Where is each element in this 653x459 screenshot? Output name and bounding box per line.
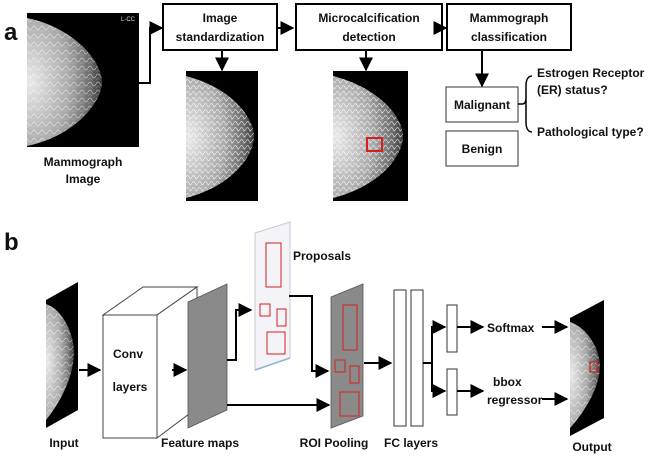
input-caption-line2: Image <box>66 172 101 186</box>
roi-box-1 <box>342 304 358 351</box>
roi-box-2 <box>334 359 346 373</box>
arrow-feature-to-proposals <box>227 303 253 361</box>
bbox-fc <box>446 368 458 416</box>
subtype-brace <box>518 75 533 133</box>
view-tag: L-CC <box>121 17 136 23</box>
output-slab-image <box>570 300 604 436</box>
classification-line2: classification <box>471 30 547 44</box>
pathological-type: Pathological type? <box>537 125 644 139</box>
panel-a-label: a <box>4 19 18 46</box>
panel-b-label: b <box>4 229 19 256</box>
softmax-label: Softmax <box>487 321 535 335</box>
proposal-box-2 <box>259 303 271 317</box>
fc-layer-1 <box>393 289 407 427</box>
input-caption-b: Input <box>49 436 78 450</box>
classification-line1: Mammograph <box>470 11 549 25</box>
input-caption: Mammograph <box>44 155 123 169</box>
roi-pooling-slab <box>330 283 364 429</box>
proposal-box-3 <box>276 308 287 327</box>
er-status-line2: (ER) status? <box>537 83 608 97</box>
detection-line1: Microcalcification <box>318 11 419 25</box>
malignant-label: Malignant <box>454 98 510 112</box>
detection-mammogram-image <box>333 71 408 201</box>
standardization-line2: standardization <box>176 30 265 44</box>
detected-calcification-box <box>366 137 383 152</box>
arrow-fc-to-softmax-fc <box>423 320 447 364</box>
fc-layer-2 <box>410 289 424 427</box>
standardization-line1: Image <box>203 11 238 25</box>
arrow-input-to-standardization <box>139 21 164 84</box>
output-detection-box <box>589 361 598 373</box>
proposals-slab <box>254 221 291 371</box>
fc-layers-caption: FC layers <box>384 436 438 450</box>
standardized-mammogram-image <box>186 71 258 201</box>
bbox-label-line1: bbox <box>493 375 522 389</box>
detection-box <box>295 3 443 51</box>
malignant-box <box>445 86 519 123</box>
roi-box-3 <box>349 365 360 384</box>
roi-pooling-caption: ROI Pooling <box>300 436 369 450</box>
detection-line2: detection <box>342 30 395 44</box>
proposals-caption: Proposals <box>293 249 351 263</box>
conv-label-line2: layers <box>113 380 148 394</box>
feature-maps-caption: Feature maps <box>161 436 239 450</box>
arrow-fc-to-bbox-fc <box>431 363 447 398</box>
standardization-box <box>162 3 278 51</box>
softmax-fc <box>446 304 458 353</box>
roi-box-4 <box>339 391 360 417</box>
classification-box <box>446 3 572 51</box>
feature-map-slab <box>187 283 228 429</box>
bbox-label-line2: regressor <box>487 393 543 407</box>
benign-box <box>445 130 519 167</box>
input-slab-image <box>46 282 78 428</box>
benign-label: Benign <box>462 142 503 156</box>
output-caption: Output <box>572 440 611 454</box>
input-mammogram-image: L-CC <box>27 13 139 147</box>
arrow-proposals-to-roi <box>289 295 330 378</box>
er-status-line1: Estrogen Receptor <box>537 66 645 80</box>
proposal-box-1 <box>265 242 282 288</box>
conv-layers-cube <box>101 286 199 439</box>
conv-label-line1: Conv <box>113 347 143 361</box>
proposal-box-4 <box>266 331 286 355</box>
